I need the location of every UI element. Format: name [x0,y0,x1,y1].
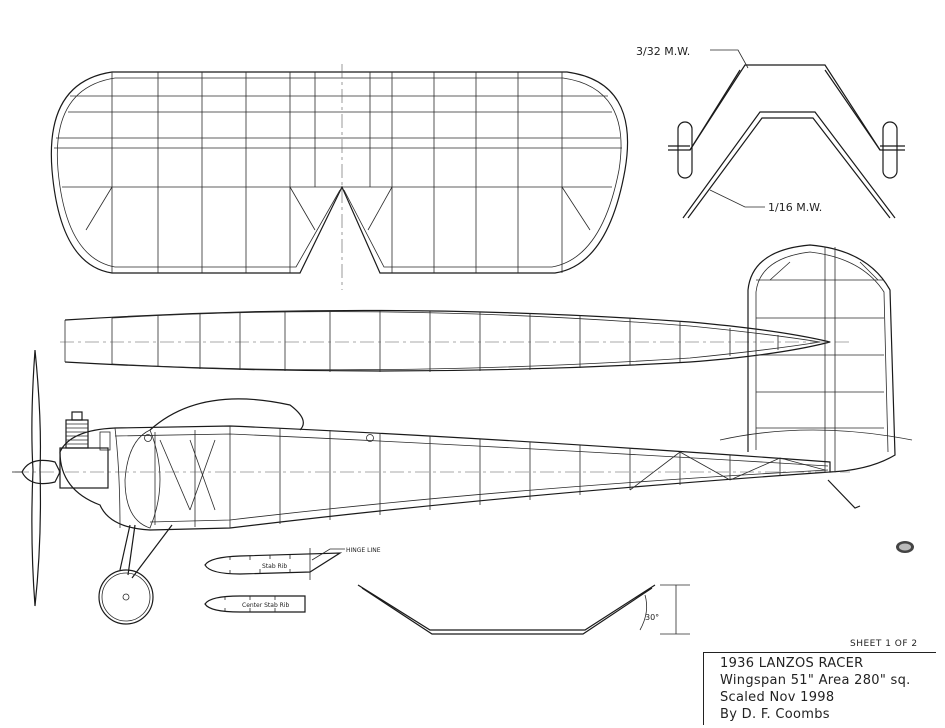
engine-and-propeller [12,349,111,607]
title-line-3: Scaled Nov 1998 [720,690,835,705]
stab-rib-drawing: Stab Rib HINGE LINE [204,547,381,580]
title-line-4: By D. F. Coombs [720,707,830,722]
title-block [703,652,936,725]
title-line-2: Wingspan 51" Area 280" sq. [720,673,911,688]
landing-gear-front-view: 3/32 M.W. 1/16 M.W. [636,45,905,219]
angle-label: 30° [645,613,659,622]
center-stab-rib-drawing: Center Stab Rib [204,595,306,613]
stab-rib-label: Stab Rib [262,563,287,570]
fin-rudder [719,244,913,473]
upper-wire-label: 3/32 M.W. [636,45,690,58]
sheet-number: SHEET 1 OF 2 [850,639,918,649]
fuselage-side-view [15,398,861,531]
dihedral-wire: 30° [357,584,690,635]
wing-outline [50,71,629,274]
lower-wire-label: 1/16 M.W. [768,201,822,214]
title-line-1: 1936 LANZOS RACER [720,656,864,671]
hinge-line-label: HINGE LINE [346,547,381,554]
center-stab-rib-label: Center Stab Rib [242,602,289,609]
landing-gear-side [98,524,173,625]
logo-seal [896,541,914,553]
fuselage-top-view [60,309,850,372]
wing-plan-view [50,64,629,290]
